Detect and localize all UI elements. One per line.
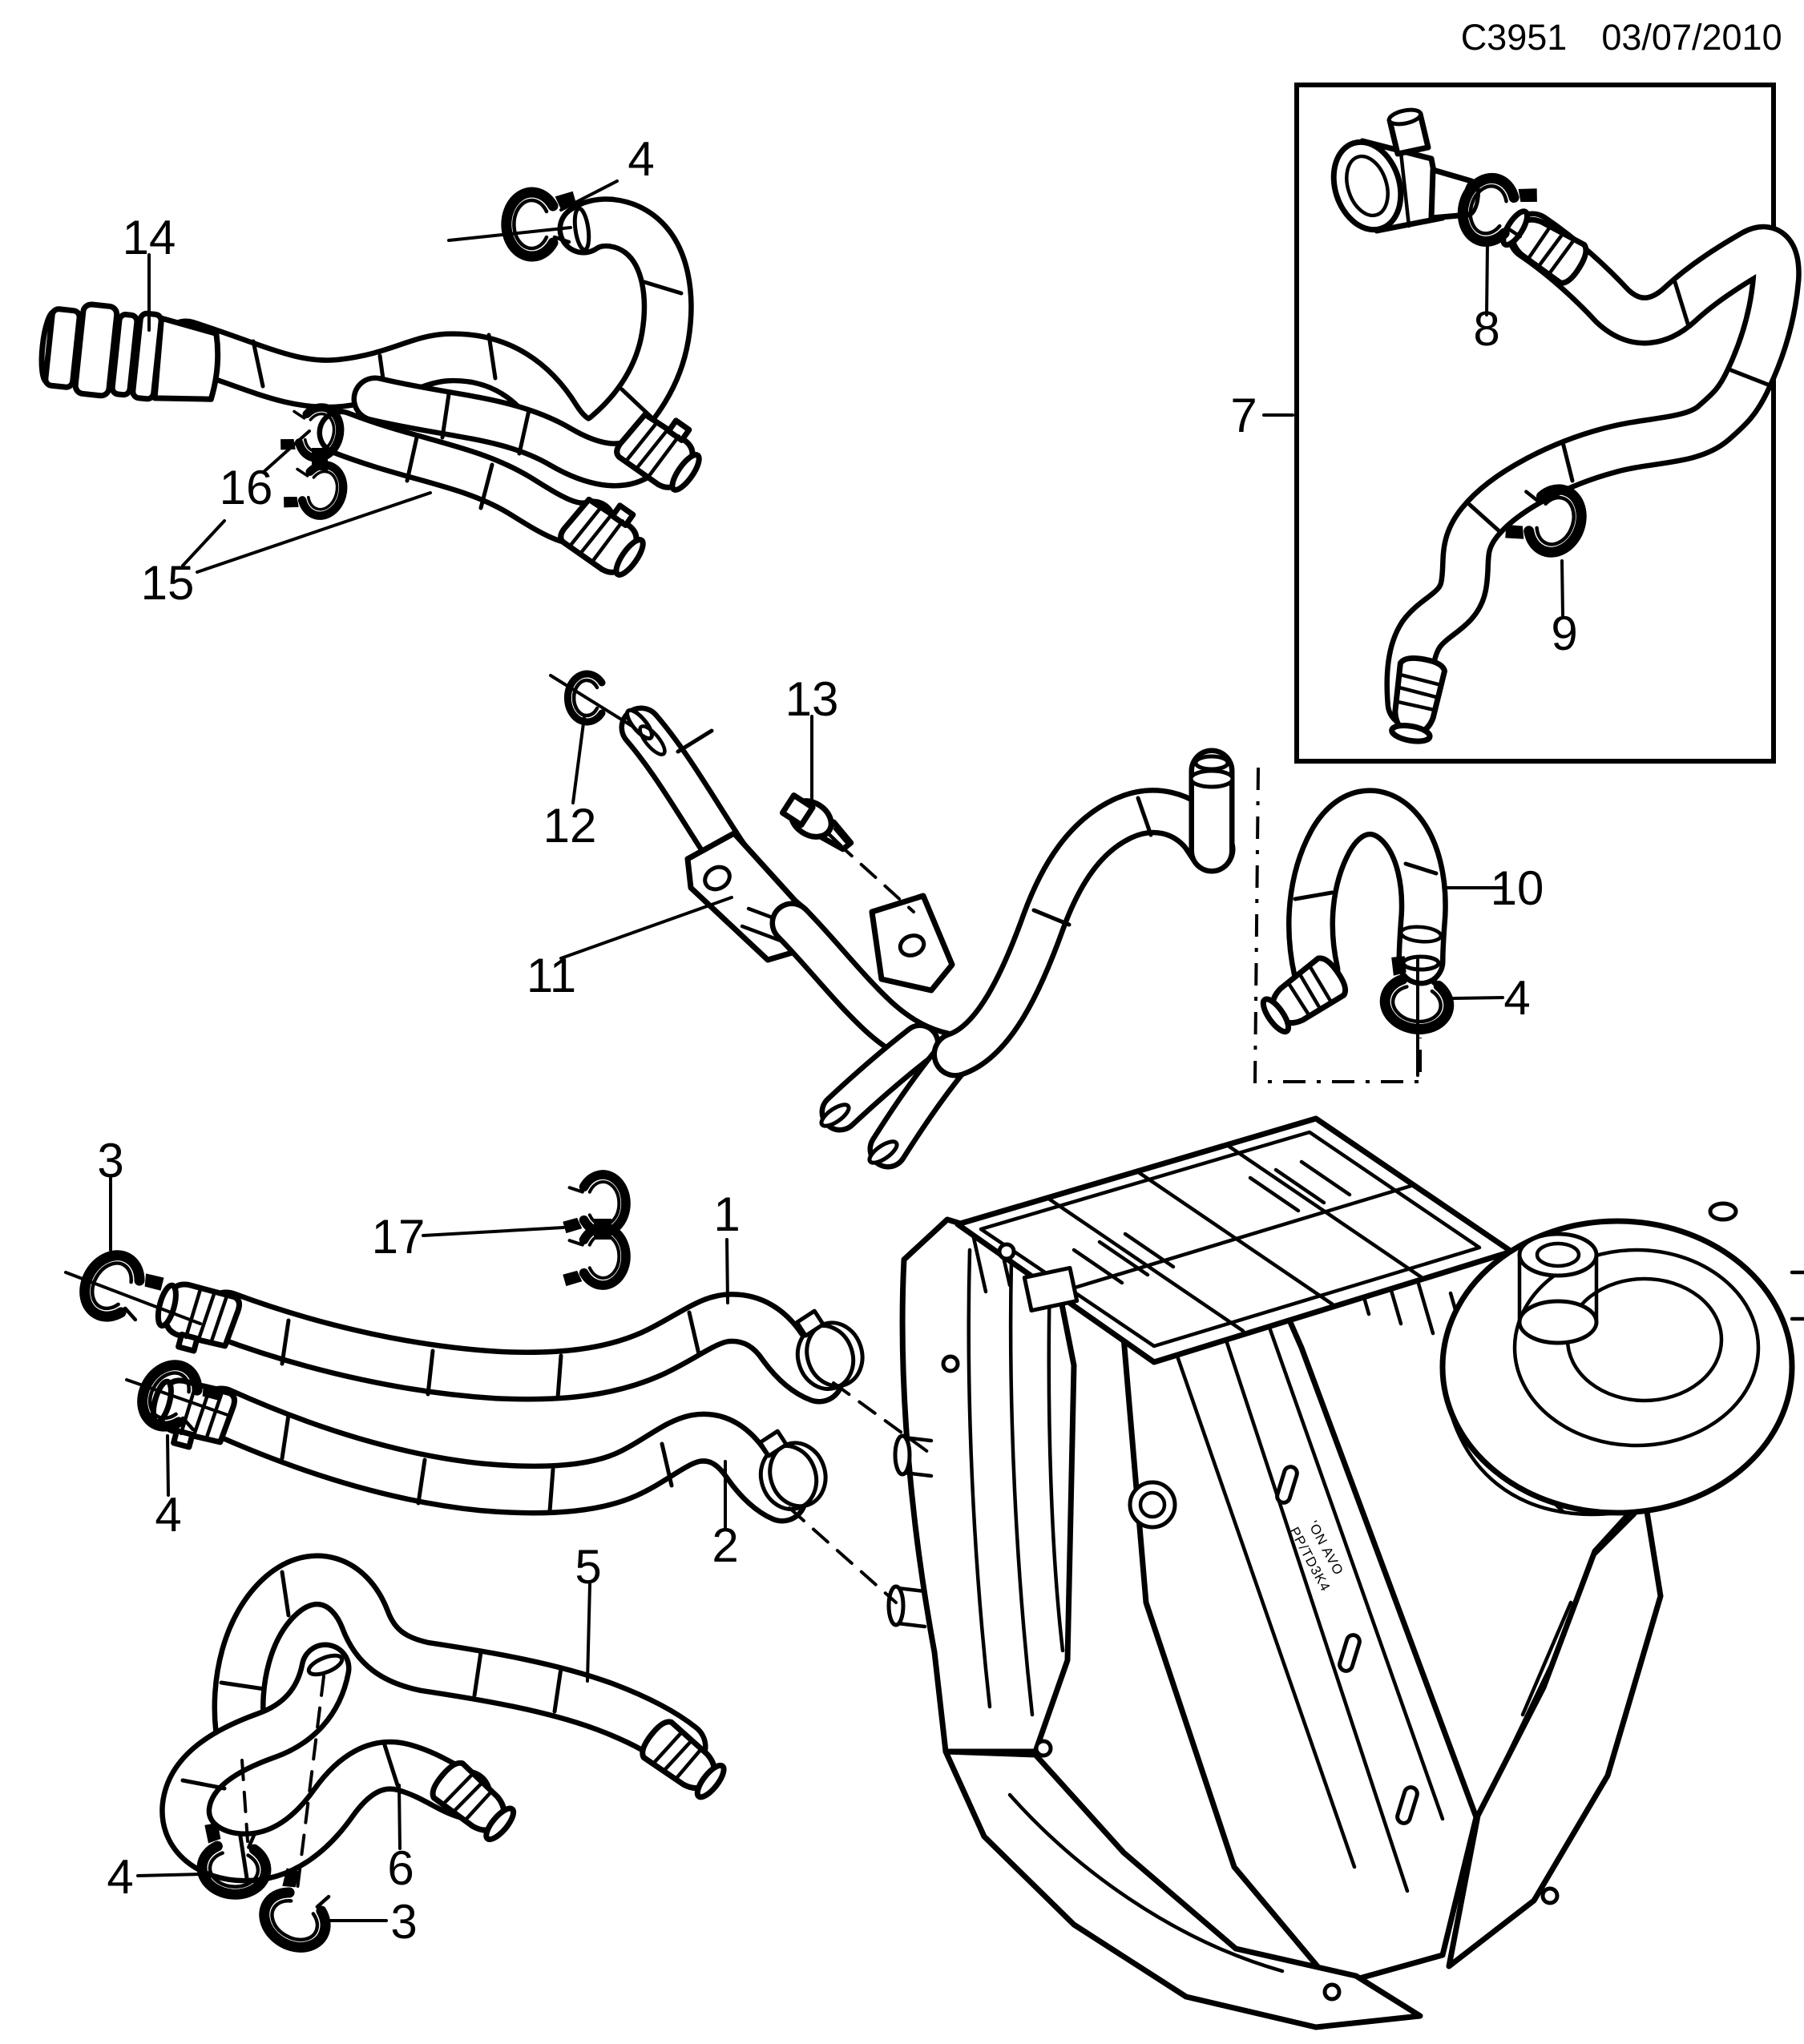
inset-detail-box <box>1294 83 1776 764</box>
leader-line <box>725 1238 729 1304</box>
callout-4: 4 <box>155 1488 181 1542</box>
dashed-line <box>788 1506 898 1604</box>
dashed-line <box>832 1381 933 1456</box>
callout-4: 4 <box>107 1850 133 1904</box>
dashed-assembly-lines <box>240 841 933 1891</box>
callout-3: 3 <box>97 1134 123 1187</box>
callout-7: 7 <box>1230 389 1257 442</box>
drawing-date: 03/07/2010 <box>1601 17 1782 58</box>
leader-line <box>549 674 635 728</box>
callout-12: 12 <box>543 799 597 853</box>
hose-7 <box>1384 205 1802 744</box>
callout-17: 17 <box>372 1210 426 1264</box>
pipe-assembly-11 <box>619 705 1236 1170</box>
double-clamp-17 <box>563 1175 626 1285</box>
leader-lines <box>64 179 1564 1922</box>
hose-1 <box>151 1279 870 1405</box>
bolt-13 <box>779 792 854 853</box>
heater-unit: 'ON AVO PP/TD3K4 <box>886 1115 1804 2030</box>
dashdot-line <box>1253 767 1422 1083</box>
callout-10: 10 <box>1491 861 1544 915</box>
callout-16: 16 <box>220 461 273 514</box>
leader-line <box>64 1271 202 1325</box>
leader-line <box>263 429 311 473</box>
hose-10 <box>1257 788 1448 1038</box>
dashed-line <box>296 1675 325 1891</box>
leader-line <box>571 716 586 804</box>
callout-13: 13 <box>785 672 839 726</box>
heater-valve <box>1330 107 1480 234</box>
callout-8: 8 <box>1473 302 1499 356</box>
leader-line <box>559 896 733 960</box>
callout-15: 15 <box>141 556 195 610</box>
leader-line <box>136 1873 204 1877</box>
leader-line <box>196 491 432 574</box>
leader-line <box>125 1378 232 1417</box>
hose-2 <box>146 1375 833 1524</box>
callout-2: 2 <box>712 1518 738 1572</box>
hose-6 <box>159 1642 520 1884</box>
callout-9: 9 <box>1551 607 1577 660</box>
hose-14-15-assembly <box>38 192 712 583</box>
callout-14: 14 <box>123 211 176 264</box>
callout-5: 5 <box>575 1540 601 1594</box>
leader-line <box>422 1226 565 1237</box>
leader-line <box>1560 559 1564 617</box>
callout-11: 11 <box>527 949 576 1002</box>
double-clamp-16 <box>279 399 349 521</box>
callout-6: 6 <box>387 1841 414 1895</box>
leader-line <box>447 226 572 242</box>
callout-4: 4 <box>628 132 654 186</box>
o-ring-12 <box>563 670 606 726</box>
leader-line <box>166 1434 170 1497</box>
dashed-line <box>240 1759 249 1843</box>
clamp-3-left <box>74 1245 166 1335</box>
drawing-code: C3951 <box>1461 17 1568 58</box>
inlet-fitting <box>38 301 221 402</box>
assembly-reference-line <box>1253 767 1422 1083</box>
leader-line <box>586 1582 591 1683</box>
callout-3: 3 <box>390 1895 417 1949</box>
callout-1: 1 <box>713 1187 740 1241</box>
leader-line <box>398 1784 402 1850</box>
callout-4: 4 <box>1503 971 1530 1025</box>
leader-line <box>181 519 226 567</box>
dashed-line <box>836 841 915 913</box>
hose-10-connector <box>1257 953 1350 1038</box>
leader-line <box>559 179 619 212</box>
